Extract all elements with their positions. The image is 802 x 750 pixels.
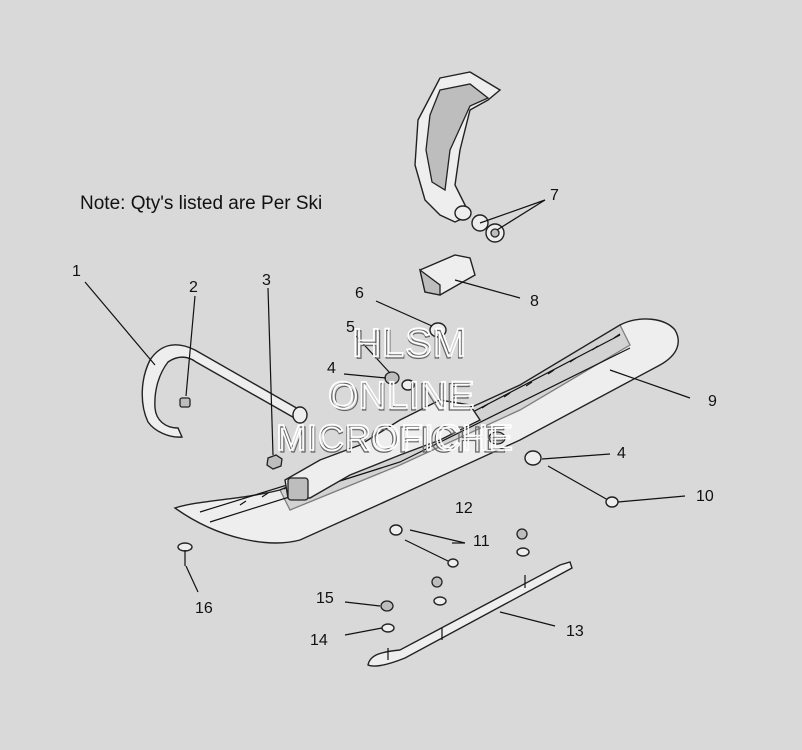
callout-11: 11 (473, 533, 490, 550)
part-nuts-washers (380, 528, 530, 633)
watermark: HLSM HLSM ONLINE ONLINE MICROFICHE MICRO… (275, 320, 514, 460)
part-washer-4 (524, 450, 542, 466)
watermark-line2: ONLINE (328, 375, 475, 417)
part-spindle (414, 71, 505, 243)
callout-15: 15 (316, 590, 334, 607)
callout-10: 10 (696, 488, 714, 505)
callout-2: 2 (189, 279, 198, 296)
part-bumper (418, 254, 476, 296)
part-nut-3 (266, 454, 283, 470)
part-ski (173, 318, 679, 544)
part-washer-12 (389, 524, 403, 536)
watermark-line1: HLSM (352, 321, 467, 365)
callout-4-right: 4 (617, 445, 626, 462)
callout-6: 6 (355, 285, 364, 302)
callout-5: 5 (346, 319, 355, 336)
callout-4-left: 4 (327, 360, 336, 377)
callout-3: 3 (262, 272, 271, 289)
part-bolt-16 (177, 542, 193, 566)
callout-8: 8 (530, 293, 539, 310)
watermark-line1-shadow: HLSM (354, 323, 465, 367)
leader-lines (84, 199, 691, 636)
callout-13: 13 (566, 623, 584, 640)
watermark-line2-shadow: ONLINE (330, 377, 471, 419)
watermark-line3: MICROFICHE (276, 417, 514, 458)
callout-1: 1 (72, 263, 81, 280)
part-bolt-11 (404, 539, 459, 568)
part-bolt-10 (547, 465, 619, 508)
callout-numbers: 1 2 3 4 4 5 6 7 8 9 10 11 12 13 14 15 16 (72, 187, 717, 649)
callout-7: 7 (550, 187, 559, 204)
callout-14: 14 (310, 632, 328, 649)
callout-16: 16 (195, 600, 213, 617)
note-text: Note: Qty's listed are Per Ski (80, 193, 322, 214)
watermark-line3-shadow: MICROFICHE (278, 419, 506, 460)
part-small-nut (179, 397, 191, 408)
callout-12: 12 (455, 500, 473, 517)
part-wear-bar (367, 561, 573, 667)
callout-9: 9 (708, 393, 717, 410)
